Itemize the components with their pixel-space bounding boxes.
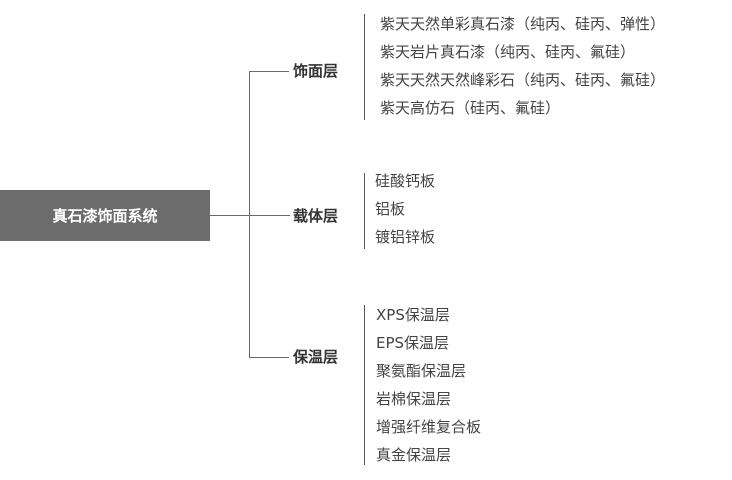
connector-branch-0 (249, 71, 289, 72)
list-item: 紫天岩片真石漆（纯丙、硅丙、氟硅） (380, 43, 636, 61)
item-list-insulation-layer: XPS保温层 EPS保温层 聚氨酯保温层 岩棉保温层 增强纤维复合板 真金保温层 (376, 301, 481, 469)
root-node: 真石漆饰面系统 (0, 190, 210, 241)
root-label: 真石漆饰面系统 (52, 207, 158, 225)
item-list-carrier-layer: 硅酸钙板 铝板 镀铝锌板 (375, 167, 435, 251)
bracket-facing-layer (364, 14, 365, 120)
list-item: 增强纤维复合板 (376, 418, 482, 436)
list-item: 紫天天然天然峰彩石（纯丙、硅丙、氟硅） (380, 71, 666, 89)
branch-label-insulation-layer: 保温层 (293, 348, 339, 366)
bracket-insulation-layer (364, 305, 365, 465)
bracket-carrier-layer (364, 173, 365, 249)
list-item: 岩棉保温层 (376, 390, 452, 408)
list-item: 硅酸钙板 (375, 172, 436, 190)
list-item: 铝板 (375, 200, 406, 218)
list-item: 镀铝锌板 (375, 228, 436, 246)
list-item: 聚氨酯保温层 (376, 362, 467, 380)
list-item: 紫天高仿石（硅丙、氟硅） (380, 99, 561, 117)
list-item: XPS保温层 (376, 306, 450, 324)
connector-branch-2 (249, 357, 289, 358)
branch-label-carrier-layer: 载体层 (293, 207, 339, 225)
list-item: EPS保温层 (376, 334, 450, 352)
trunk-line (249, 71, 250, 358)
list-item: 紫天天然单彩真石漆（纯丙、硅丙、弹性） (380, 15, 666, 33)
list-item: 真金保温层 (376, 446, 452, 464)
item-list-facing-layer: 紫天天然单彩真石漆（纯丙、硅丙、弹性） 紫天岩片真石漆（纯丙、硅丙、氟硅） 紫天… (380, 10, 665, 122)
branch-label-facing-layer: 饰面层 (293, 62, 339, 80)
root-connector (210, 215, 290, 216)
